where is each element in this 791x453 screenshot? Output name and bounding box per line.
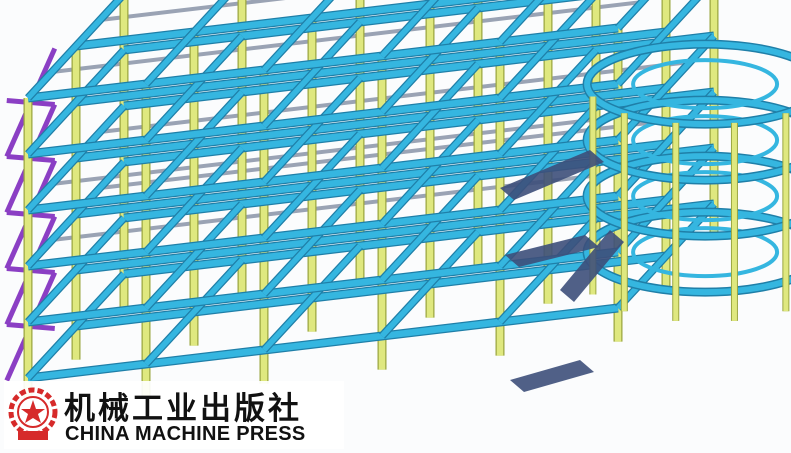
beam-long xyxy=(27,80,619,158)
ramp-ring xyxy=(584,41,791,128)
beam-cross xyxy=(615,0,648,30)
stair-flight xyxy=(505,235,599,267)
beam-cross xyxy=(261,188,363,296)
ramp-ring xyxy=(584,97,791,184)
beam-long xyxy=(27,136,619,214)
ramp-inner-ring xyxy=(631,114,780,167)
ramp-ring xyxy=(584,153,791,240)
beam-long xyxy=(27,192,619,270)
beam-cross xyxy=(143,146,245,254)
beam-long xyxy=(75,140,667,218)
beam-cross xyxy=(615,0,700,86)
beam-cross xyxy=(497,0,595,100)
beam-cross xyxy=(25,48,127,156)
beam-cross xyxy=(25,216,127,324)
beam-cross xyxy=(25,0,123,100)
beam-cross xyxy=(143,0,228,86)
beam-cross xyxy=(261,0,333,72)
beam-long xyxy=(75,252,667,330)
beam-cross xyxy=(261,244,363,352)
beam-long xyxy=(75,84,667,162)
beam-cross xyxy=(261,20,363,128)
beam-cross xyxy=(497,160,599,268)
beam-long xyxy=(27,304,619,382)
publisher-name-english: CHINA MACHINE PRESS xyxy=(65,423,306,445)
beam-long xyxy=(75,196,667,274)
beam-cross xyxy=(261,132,363,240)
beam-long xyxy=(27,24,619,102)
beam-cross xyxy=(497,48,599,156)
beam-long xyxy=(75,0,492,50)
beam-cross xyxy=(379,6,481,114)
beam-cross xyxy=(379,230,481,338)
stair-flight xyxy=(510,360,594,392)
ramp-inner-ring xyxy=(631,58,780,111)
beam-cross xyxy=(143,34,245,142)
beam-cross xyxy=(615,34,717,142)
publisher-name-chinese: 机械工业出版社 xyxy=(64,391,302,427)
beam-cross xyxy=(25,104,127,212)
beam-cross xyxy=(379,174,481,282)
staircase xyxy=(500,150,624,392)
beam-cross xyxy=(379,62,481,170)
stair-flight xyxy=(560,230,624,302)
purlin xyxy=(99,0,286,22)
beam-cross xyxy=(143,90,245,198)
beam-cross xyxy=(497,0,543,44)
beam-cross xyxy=(497,216,599,324)
beam-long xyxy=(75,28,667,106)
ramp-inner-ring xyxy=(631,170,780,223)
publisher-seal-icon xyxy=(8,387,58,440)
beam-cross xyxy=(379,118,481,226)
beam-cross xyxy=(261,76,363,184)
beam-cross xyxy=(143,258,245,366)
beam-cross xyxy=(25,272,127,380)
ramp-ring xyxy=(584,209,791,296)
beam-cross xyxy=(379,0,438,58)
stair-flight xyxy=(500,150,604,200)
beam-cross xyxy=(25,160,127,268)
ramp-inner-ring xyxy=(631,226,780,279)
beam-cross xyxy=(143,202,245,310)
publisher-logo: 机械工业出版社 CHINA MACHINE PRESS xyxy=(4,381,344,449)
frame-beams xyxy=(25,0,717,383)
